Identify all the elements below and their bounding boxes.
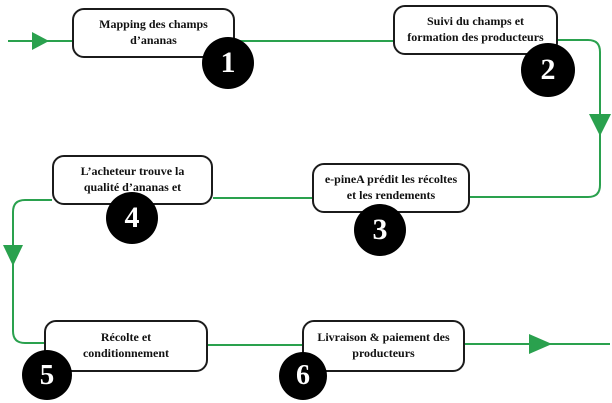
- step-number-badge-2: 2: [521, 43, 575, 97]
- step-label: producteurs: [352, 346, 415, 360]
- step-label: Récolte et: [100, 330, 152, 345]
- step-number-badge-5: 5: [22, 350, 72, 400]
- arrowhead-right-start-icon: [32, 32, 49, 50]
- step-box-suivi: Suivi du champs et formation des product…: [393, 5, 558, 55]
- step-label: conditionnement: [82, 346, 169, 360]
- step-number-badge-3: 3: [354, 204, 406, 256]
- step-label: et les rendements: [346, 188, 436, 202]
- step-label: Suivi du champs et: [426, 14, 525, 29]
- step-box-livraison: Livraison & paiement des producteurs: [302, 320, 465, 372]
- step-number-badge-6: 6: [279, 352, 327, 400]
- step-label: Livraison & paiement des: [317, 330, 450, 345]
- step-label: e-pineA prédit les récoltes: [324, 172, 458, 187]
- step-label: L’acheteur trouve la: [80, 164, 185, 179]
- arrowhead-right-end-icon: [529, 334, 552, 354]
- arrowhead-down-right-icon: [589, 114, 611, 136]
- connector-step4-to-step5: [12, 199, 52, 344]
- arrowhead-down-left-icon: [3, 245, 23, 266]
- step-label: formation des producteurs: [407, 30, 544, 44]
- step-number-badge-4: 4: [106, 192, 158, 244]
- step-label: qualité d’ananas et: [83, 180, 182, 194]
- step-label: d’ananas: [130, 33, 177, 47]
- step-label: Mapping des champs: [99, 17, 208, 32]
- step-box-recolte: Récolte et conditionnement: [44, 320, 208, 372]
- step-number-badge-1: 1: [202, 37, 254, 89]
